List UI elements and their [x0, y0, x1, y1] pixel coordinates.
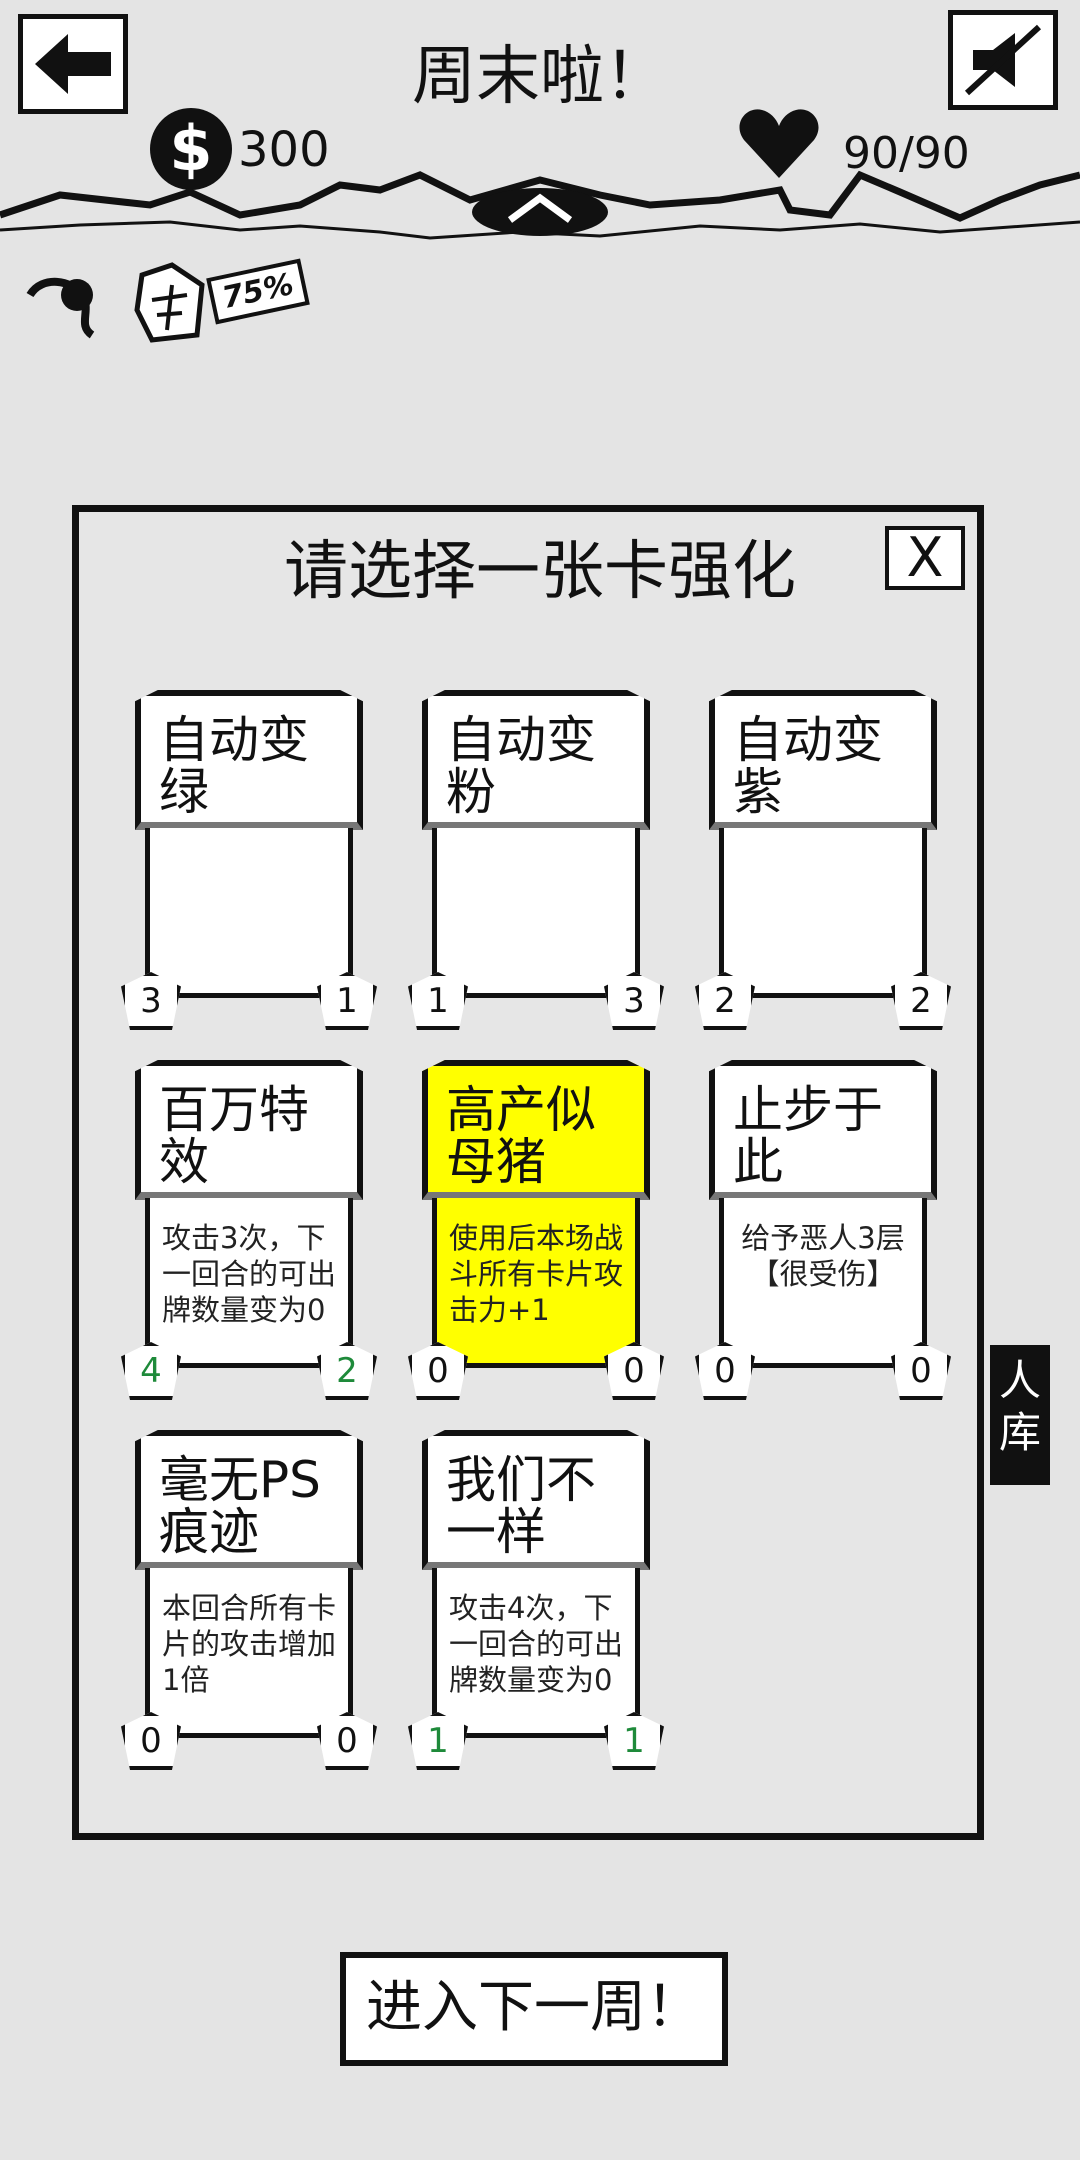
back-arrow-icon [35, 34, 111, 94]
card[interactable]: 毫无PS 痕迹 本回合所有卡片的攻击增加1倍 0 0 [121, 1430, 377, 1770]
card[interactable]: 止步于 此 给予恶人3层【很受伤】 0 0 [695, 1060, 951, 1400]
card-name-text: 自动变 绿 [159, 711, 309, 821]
hp-value: 90/90 [843, 128, 970, 179]
card-name: 自动变 绿 [135, 690, 363, 830]
pet-icon [26, 262, 205, 343]
card-name-text: 百万特 效 [159, 1081, 309, 1191]
card-name-text: 我们不 一样 [446, 1451, 596, 1561]
card-cost-right: 3 [604, 972, 664, 1030]
card[interactable]: 自动变 绿 3 1 [121, 690, 377, 1030]
coin-icon: $ [150, 108, 232, 190]
card-desc: 本回合所有卡片的攻击增加1倍 [145, 1568, 353, 1738]
chevron-up-icon [507, 193, 573, 223]
panel-title: 请选择一张卡强化 [284, 535, 796, 609]
card-desc: 给予恶人3层【很受伤】 [719, 1198, 927, 1368]
card-desc: 攻击4次，下一回合的可出牌数量变为0 [432, 1568, 640, 1738]
page-title: 周末啦！ [412, 40, 668, 114]
card-name-text: 自动变 粉 [446, 711, 596, 821]
card-name-text: 毫无PS 痕迹 [159, 1451, 321, 1561]
card-name-text: 自动变 紫 [733, 711, 883, 821]
card-name: 自动变 紫 [709, 690, 937, 830]
coin-count: 300 [238, 122, 330, 178]
card[interactable]: 自动变 粉 1 3 [408, 690, 664, 1030]
card[interactable]: 我们不 一样 攻击4次，下一回合的可出牌数量变为0 1 1 [408, 1430, 664, 1770]
card-desc: 攻击3次，下一回合的可出牌数量变为0 [145, 1198, 353, 1368]
side-deck-tab[interactable]: 人 库 [990, 1345, 1050, 1485]
mute-icon [964, 24, 1042, 96]
card-name: 毫无PS 痕迹 [135, 1430, 363, 1570]
card-name: 百万特 效 [135, 1060, 363, 1200]
card-name-text: 高产似 母猪 [446, 1081, 596, 1191]
heart-icon [739, 109, 819, 178]
card-desc [719, 828, 927, 998]
sound-toggle-button[interactable] [948, 10, 1058, 110]
card[interactable]: 自动变 紫 2 2 [695, 690, 951, 1030]
card-name: 我们不 一样 [422, 1430, 650, 1570]
pet-badge: 75% [206, 258, 310, 325]
back-button[interactable] [18, 14, 128, 114]
card-selected[interactable]: 高产似 母猪 使用后本场战斗所有卡片攻击力+1 0 0 [408, 1060, 664, 1400]
card-name: 高产似 母猪 [422, 1060, 650, 1200]
card-name: 止步于 此 [709, 1060, 937, 1200]
card-name: 自动变 粉 [422, 690, 650, 830]
close-icon: X [906, 526, 944, 589]
collapse-button[interactable] [470, 176, 610, 236]
card-desc [145, 828, 353, 998]
close-button[interactable]: X [885, 526, 965, 590]
card-desc [432, 828, 640, 998]
header-divider [0, 170, 1080, 240]
card[interactable]: 百万特 效 攻击3次，下一回合的可出牌数量变为0 4 2 [121, 1060, 377, 1400]
card-name-text: 止步于 此 [733, 1081, 883, 1191]
next-week-button[interactable]: 进入下一周！ [340, 1952, 728, 2066]
card-desc: 使用后本场战斗所有卡片攻击力+1 [432, 1198, 640, 1368]
